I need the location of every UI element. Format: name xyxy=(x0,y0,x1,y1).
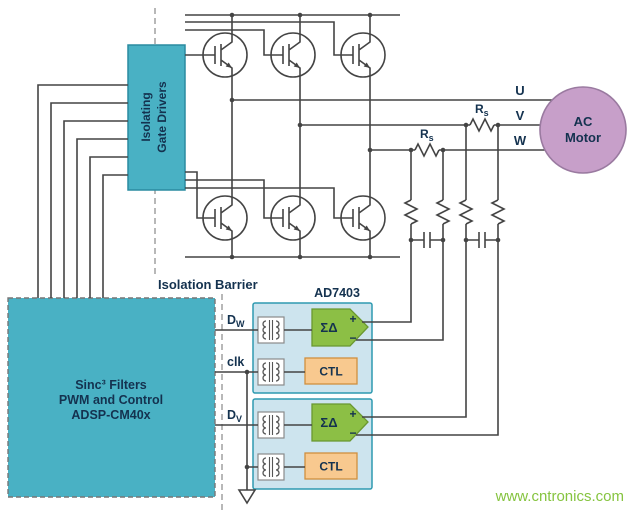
gate-drive-wires xyxy=(185,21,341,219)
signal-dv-label: DV xyxy=(227,408,242,424)
shunt-label-w: Rs xyxy=(420,127,434,143)
igbt-bottom-2-icon xyxy=(270,195,316,241)
shunt-resistor-w xyxy=(414,142,440,158)
filter-resistors xyxy=(403,199,506,225)
adc-upper-clock-transformer-icon xyxy=(257,358,285,386)
adc-part-number-label: AD7403 xyxy=(314,286,360,300)
signal-clk-label: clk xyxy=(227,355,244,369)
adc-lower-internal-wires xyxy=(284,424,312,468)
gate-driver-label-line1: Isolating xyxy=(139,92,153,141)
igbt-top-1-icon xyxy=(202,32,248,78)
filter-capacitors xyxy=(411,232,498,248)
sense-wires xyxy=(356,125,499,436)
phase-w-label: W xyxy=(514,133,527,148)
ground-icon xyxy=(237,489,257,505)
ac-motor xyxy=(539,86,627,174)
adc-upper-internal-wires xyxy=(284,329,312,373)
controller-label-line2: PWM and Control xyxy=(59,393,163,407)
adc-lower-plus-label: + xyxy=(349,407,356,421)
adc-upper-ctl-block xyxy=(304,357,358,385)
adc-lower-ctl-label: CTL xyxy=(319,460,342,474)
adc-upper-minus-label: − xyxy=(349,331,356,345)
controller-label-line1: Sinc³ Filters xyxy=(75,378,147,392)
adc-upper-data-transformer-icon xyxy=(257,316,285,344)
adc-lower-data-transformer-icon xyxy=(257,411,285,439)
adc-upper-plus-label: + xyxy=(349,312,356,326)
adc-lower-sigma-delta-shape xyxy=(311,403,369,442)
gate-driver-label-line2: Gate Drivers xyxy=(155,81,169,153)
adc-upper-sigma-delta-label: ΣΔ xyxy=(320,320,337,335)
adc-lower-sigma-delta-label: ΣΔ xyxy=(320,415,337,430)
adc-lower-minus-label: − xyxy=(349,426,356,440)
motor-label-line2: Motor xyxy=(565,130,601,145)
controller-block xyxy=(7,297,216,498)
adc-lower-ctl-block xyxy=(304,452,358,480)
igbt-bottom-1-icon xyxy=(202,195,248,241)
junction-dots xyxy=(229,12,501,470)
phase-u-label: U xyxy=(515,83,524,98)
igbt-top-3-icon xyxy=(340,32,386,78)
adc-lower-clock-transformer-icon xyxy=(257,453,285,481)
shunt-label-v: Rs xyxy=(475,102,489,118)
adc-upper-sigma-delta-shape xyxy=(311,308,369,347)
motor-label-line1: AC xyxy=(574,114,593,129)
controller-label-line3: ADSP-CM40x xyxy=(71,408,150,422)
phase-v-label: V xyxy=(516,108,525,123)
adc-upper-ctl-label: CTL xyxy=(319,365,342,379)
pwm-signal-wires xyxy=(37,84,128,298)
igbt-bottom-3-icon xyxy=(340,195,386,241)
gate-driver-block xyxy=(127,44,186,191)
shunt-resistor-v xyxy=(469,117,495,133)
watermark: www.cntronics.com xyxy=(495,488,624,505)
data-and-clock-wires xyxy=(215,329,258,490)
igbt-top-2-icon xyxy=(270,32,316,78)
dc-bus-and-legs-wires xyxy=(185,14,400,258)
signal-dw-label: DW xyxy=(227,313,245,329)
isolation-barrier-label: Isolation Barrier xyxy=(158,277,258,292)
